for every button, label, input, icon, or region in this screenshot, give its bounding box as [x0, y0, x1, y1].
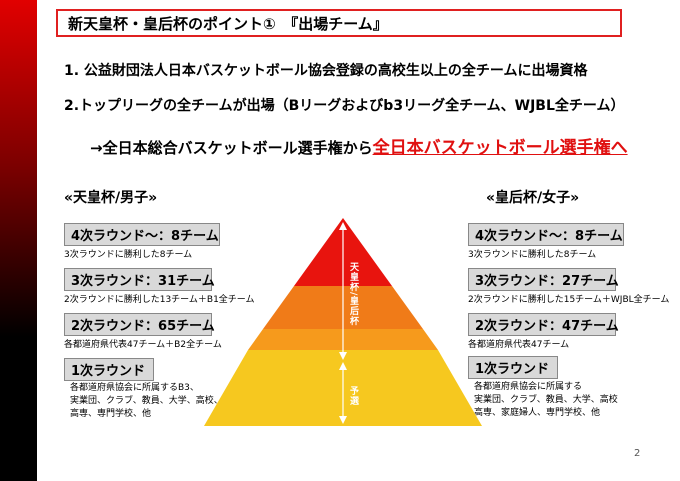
men-round-1: 1次ラウンド: [64, 358, 154, 381]
women-round-2: 2次ラウンド：47チーム: [468, 313, 619, 336]
women-round-4-note: 3次ラウンドに勝利した8チーム: [468, 250, 597, 260]
men-round-1-note: 各都道府県協会に所属するB3、 実業団、クラブ、教員、大学、高校、 高専、専門学…: [70, 383, 223, 419]
men-title: «天皇杯/男子»: [64, 190, 158, 206]
women-round-3-note: 2次ラウンドに勝利した15チーム＋WJBL全チーム: [468, 295, 670, 305]
page-number: 2: [634, 448, 641, 459]
pyramid-arrow-head-low-top: [339, 362, 347, 370]
men-round-3-note: 2次ラウンドに勝利した13チーム＋B1全チーム: [64, 295, 255, 305]
pyramid-lower-label: 予選: [348, 386, 358, 406]
men-round-2-note: 各都道府県代表47チーム＋B2全チーム: [64, 340, 222, 350]
women-round-2-note: 各都道府県代表47チーム: [468, 340, 570, 350]
women-title: «皇后杯/女子»: [486, 190, 580, 206]
tournament-pyramid: [204, 218, 482, 426]
highlight-text: 全日本バスケットボール選手権へ: [372, 138, 628, 158]
point-2: 2.トップリーグの全チームが出場（Bリーグおよびb3リーグ全チーム、WJBL全チ…: [64, 98, 625, 114]
women-round-1-note: 各都道府県協会に所属する 実業団、クラブ、教員、大学、高校 高専、家庭婦人、専門…: [474, 382, 618, 418]
pyramid-arrow-head-bottom: [339, 416, 347, 424]
pyramid-upper-label: 天皇杯/皇后杯: [348, 262, 358, 327]
men-round-4: 4次ラウンド～：8チーム: [64, 223, 220, 246]
women-round-3: 3次ラウンド：27チーム: [468, 268, 619, 291]
pyramid-arrow-head-mid: [339, 352, 347, 360]
men-round-4-note: 3次ラウンドに勝利した8チーム: [64, 250, 193, 260]
arrow-statement: →全日本総合バスケットボール選手権から全日本バスケットボール選手権へ: [90, 133, 628, 158]
women-round-1: 1次ラウンド: [468, 356, 558, 379]
men-round-3: 3次ラウンド：31チーム: [64, 268, 215, 291]
men-round-2: 2次ラウンド：65チーム: [64, 313, 215, 336]
women-round-4: 4次ラウンド～：8チーム: [468, 223, 624, 246]
slide-title: 新天皇杯・皇后杯のポイント① 『出場チーム』: [56, 9, 622, 37]
pyramid-arrow-head-top: [339, 222, 347, 230]
sidebar-accent: [0, 0, 37, 481]
point-1: 1. 公益財団法人日本バスケットボール協会登録の高校生以上の全チームに出場資格: [64, 63, 588, 79]
arrow-text: →全日本総合バスケットボール選手権から: [90, 139, 373, 157]
